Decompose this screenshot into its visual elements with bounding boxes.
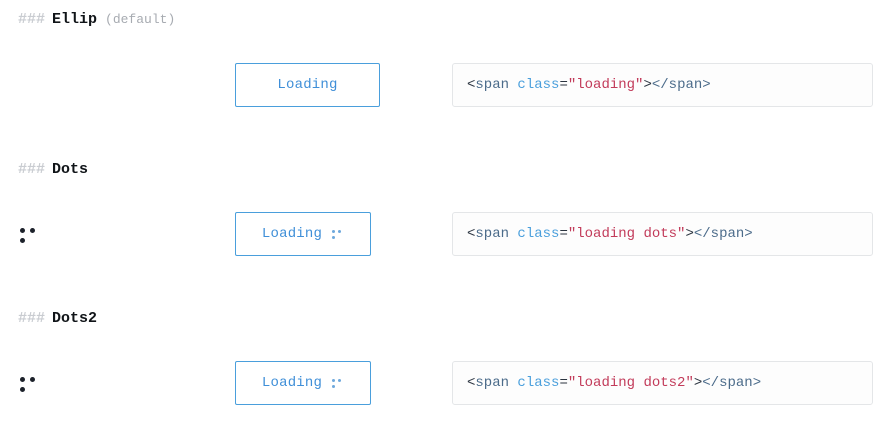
braille-dots-spinner-icon (330, 375, 344, 391)
loading-button-label: Loading (277, 77, 338, 93)
dot (20, 238, 25, 243)
code-token-string: "loading" (567, 77, 644, 93)
code-token-space (509, 77, 517, 93)
dot (30, 228, 35, 233)
heading-title: Ellip (52, 11, 98, 28)
heading-hash-marker: ### (18, 310, 46, 327)
dot (332, 385, 336, 388)
code-snippet-ellip: <span class="loading"></span> (452, 63, 873, 107)
section-heading-dots: ### Dots (18, 161, 88, 178)
code-token-tag: span (475, 226, 510, 242)
code-token-string: "loading dots" (567, 226, 686, 242)
heading-note: (default) (105, 12, 176, 27)
code-token-attribute: class (517, 375, 560, 391)
loading-button-label: Loading (261, 375, 323, 391)
braille-dots-icon (18, 369, 44, 399)
section-heading-ellip: ### Ellip (default) (18, 11, 175, 28)
code-snippet-dots2: <span class="loading dots2"></span> (452, 361, 873, 405)
dot (332, 236, 336, 239)
code-token-equals: = (559, 226, 568, 242)
code-token-closing-tag: </span> (693, 226, 753, 242)
code-token-close-bracket: > (693, 375, 703, 391)
code-token-space (509, 226, 517, 242)
code-token-attribute: class (517, 77, 560, 93)
code-token-open-bracket: < (467, 375, 476, 391)
dot (20, 387, 25, 392)
code-token-open-bracket: < (467, 77, 476, 93)
code-token-close-bracket: > (643, 77, 652, 93)
dot (20, 228, 25, 233)
braille-dots-icon (18, 220, 44, 250)
braille-dots-spinner-icon (330, 226, 344, 242)
heading-title: Dots (52, 161, 89, 178)
dot (332, 230, 336, 233)
code-token-attribute: class (517, 226, 560, 242)
loading-button-dots2[interactable]: Loading (235, 361, 371, 405)
code-token-closing-tag: </span> (702, 375, 762, 391)
dot (338, 379, 342, 382)
code-token-tag: span (475, 375, 510, 391)
code-token-closing-tag: </span> (651, 77, 711, 93)
code-token-open-bracket: < (467, 226, 476, 242)
heading-hash-marker: ### (18, 161, 46, 178)
code-token-equals: = (559, 77, 568, 93)
code-token-string: "loading dots2" (567, 375, 694, 391)
loading-button-dots[interactable]: Loading (235, 212, 371, 256)
heading-title: Dots2 (52, 310, 98, 327)
code-token-equals: = (559, 375, 568, 391)
code-token-space (509, 375, 517, 391)
demo-row-dots (0, 212, 888, 260)
code-token-tag: span (475, 77, 510, 93)
heading-hash-marker: ### (18, 11, 46, 28)
loading-button-ellip[interactable]: Loading (235, 63, 380, 107)
dot (332, 379, 336, 382)
dot (338, 230, 342, 233)
code-snippet-dots: <span class="loading dots"></span> (452, 212, 873, 256)
dot (30, 377, 35, 382)
section-heading-dots2: ### Dots2 (18, 310, 97, 327)
demo-row-dots2 (0, 361, 888, 409)
loading-button-label: Loading (261, 226, 323, 242)
dot (20, 377, 25, 382)
code-token-close-bracket: > (685, 226, 694, 242)
